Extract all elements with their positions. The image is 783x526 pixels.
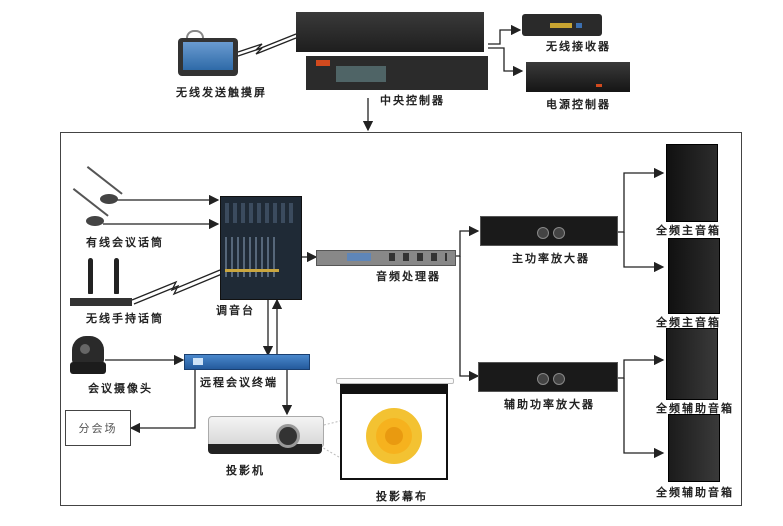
wired-mic-1 [86,164,126,206]
central-controller-device [296,12,488,90]
label-wired-mics: 有线会议话筒 [86,236,164,249]
video-codec-device [184,354,310,370]
wire-controller-receiver [488,24,522,45]
label-screen: 投影幕布 [376,490,428,503]
label-main-speaker-1: 全频主音箱 [656,224,721,237]
power-controller-device [526,62,630,92]
label-aux-speaker-2: 全频辅助音箱 [656,486,734,499]
label-camera: 会议摄像头 [88,382,153,395]
label-power-controller: 电源控制器 [546,98,611,111]
wire-processor-amps [455,225,480,257]
wire-auxamp-speakers [616,354,665,379]
projection-screen-device [336,378,454,480]
main-amplifier-device [480,216,618,246]
sub-venue-box: 分会场 [65,410,131,446]
rose-image [366,408,422,464]
projector-device [208,416,324,456]
label-aux-speaker-1: 全频辅助音箱 [656,402,734,415]
label-central-controller: 中央控制器 [380,94,445,107]
wire-controller-power [488,47,524,77]
label-wireless-receiver: 无线接收器 [546,40,611,53]
wire-mainamp-speakers [616,167,665,233]
aux-speaker-1 [666,328,718,400]
conference-camera-device [70,336,106,376]
wireless-mic-set [70,258,132,308]
wired-mic-2 [72,186,112,228]
mixer-device [220,196,302,300]
wireless-receiver-device [522,14,602,36]
label-mixer: 调音台 [216,304,255,317]
system-frame [60,132,742,506]
touch-panel-device [178,30,240,78]
main-speaker-1 [666,144,718,222]
aux-amplifier-device [478,362,618,392]
label-touch-panel: 无线发送触摸屏 [176,86,267,99]
label-main-amplifier: 主功率放大器 [512,252,590,265]
label-sub-venue: 分会场 [78,422,118,435]
main-speaker-2 [668,238,720,314]
wireless-link-touch [237,33,297,53]
label-codec: 远程会议终端 [200,376,278,389]
label-projector: 投影机 [226,464,265,477]
label-wireless-mics: 无线手持话筒 [86,312,164,325]
wireless-link-mic [131,269,221,301]
audio-processor-device [316,250,456,266]
wire-codec-subvenue [129,368,196,434]
aux-speaker-2 [668,414,720,482]
label-aux-amplifier: 辅助功率放大器 [504,398,595,411]
label-main-speaker-2: 全频主音箱 [656,316,721,329]
label-audio-processor: 音频处理器 [376,270,441,283]
